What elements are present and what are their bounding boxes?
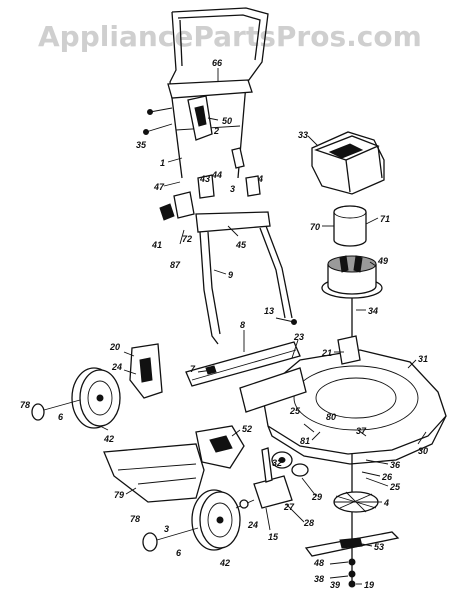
label-4-top: 4 xyxy=(257,174,263,184)
label-66: 66 xyxy=(212,58,223,68)
height-adjuster-part xyxy=(235,447,293,509)
motor-cover-part xyxy=(311,131,385,195)
label-15: 15 xyxy=(268,532,279,542)
blade-bolt-stack xyxy=(348,558,356,588)
motor-housing-part xyxy=(333,205,367,247)
callout-labels: 66 50 35 2 1 47 43 44 3 4 72 41 45 87 9 … xyxy=(20,58,428,590)
label-28: 28 xyxy=(303,518,314,528)
label-70: 70 xyxy=(310,222,320,232)
label-42-bottom: 42 xyxy=(219,558,230,568)
label-81: 81 xyxy=(300,436,310,446)
leader-lines xyxy=(99,68,427,585)
bracket-52-part xyxy=(195,425,245,469)
label-31: 31 xyxy=(418,354,428,364)
label-52: 52 xyxy=(242,424,252,434)
label-26: 26 xyxy=(381,472,393,482)
label-23: 23 xyxy=(293,332,304,342)
label-21: 21 xyxy=(321,348,332,358)
label-27: 27 xyxy=(283,502,295,512)
lower-handle-part xyxy=(195,211,293,345)
label-37: 37 xyxy=(356,426,367,436)
label-38: 38 xyxy=(314,574,324,584)
label-44: 44 xyxy=(211,170,222,180)
label-53: 53 xyxy=(374,542,384,552)
label-47: 47 xyxy=(153,182,165,192)
mower-deck-part xyxy=(261,335,447,465)
label-80: 80 xyxy=(326,412,336,422)
label-35: 35 xyxy=(136,140,147,150)
label-9: 9 xyxy=(228,270,233,280)
label-72: 72 xyxy=(182,234,192,244)
label-87: 87 xyxy=(170,260,181,270)
label-25-mid: 25 xyxy=(289,406,301,416)
label-6-left: 6 xyxy=(58,412,64,422)
label-39: 39 xyxy=(330,580,340,590)
label-6-bottom: 6 xyxy=(176,548,182,558)
label-19: 19 xyxy=(364,580,374,590)
upper-handle-part xyxy=(167,7,269,179)
control-lever-part xyxy=(159,95,261,221)
label-3-bottom: 3 xyxy=(164,524,169,534)
label-43: 43 xyxy=(199,174,210,184)
wheel-bracket-left xyxy=(129,343,163,399)
label-1: 1 xyxy=(160,158,165,168)
label-20: 20 xyxy=(109,342,120,352)
label-30: 30 xyxy=(418,446,428,456)
washers-part xyxy=(271,451,309,477)
front-wheel xyxy=(142,489,241,552)
label-45: 45 xyxy=(235,240,247,250)
label-8: 8 xyxy=(240,320,245,330)
bolt-13 xyxy=(275,317,297,325)
label-13: 13 xyxy=(264,306,274,316)
label-50: 50 xyxy=(222,116,232,126)
label-24-bottom: 24 xyxy=(247,520,258,530)
label-32: 32 xyxy=(272,458,282,468)
label-42-left: 42 xyxy=(103,434,114,444)
label-29: 29 xyxy=(311,492,322,502)
label-78-left: 78 xyxy=(20,400,30,410)
label-4-fan: 4 xyxy=(383,498,389,508)
rear-axle-part xyxy=(185,341,301,387)
rear-baffle-part xyxy=(239,367,307,413)
label-49: 49 xyxy=(377,256,388,266)
bolts-upper xyxy=(143,107,173,135)
deflector-part xyxy=(103,443,205,503)
label-7: 7 xyxy=(190,364,196,374)
label-34: 34 xyxy=(368,306,378,316)
label-79: 79 xyxy=(114,490,124,500)
label-71: 71 xyxy=(380,214,390,224)
label-3: 3 xyxy=(230,184,235,194)
label-25-right: 25 xyxy=(389,482,401,492)
motor-part xyxy=(321,255,383,380)
watermark: AppliancePartsPros.com xyxy=(38,20,422,53)
label-41: 41 xyxy=(151,240,162,250)
label-33: 33 xyxy=(298,130,308,140)
left-rear-wheel xyxy=(31,367,121,429)
label-36: 36 xyxy=(390,460,401,470)
label-24-left: 24 xyxy=(111,362,122,372)
label-78-bottom: 78 xyxy=(130,514,140,524)
blade-part xyxy=(304,531,400,557)
label-48: 48 xyxy=(313,558,324,568)
label-2: 2 xyxy=(213,126,219,136)
